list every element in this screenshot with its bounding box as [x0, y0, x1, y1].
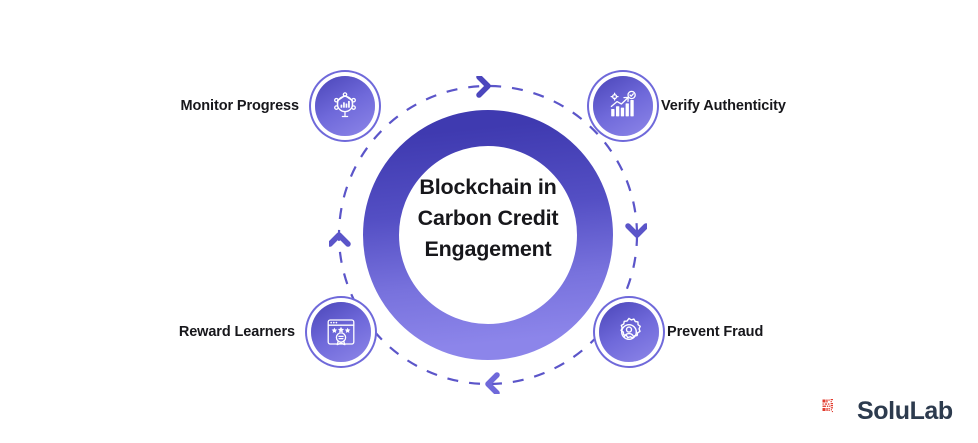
ring-stroke: [363, 110, 613, 360]
node-verify-authenticity[interactable]: [593, 76, 653, 136]
center-title-line-2: Carbon Credit: [417, 206, 559, 231]
arrow-left-up-icon: [329, 232, 351, 247]
center-title-line-3: Engagement: [424, 237, 552, 262]
magnifier-bar-chart-network-icon: [334, 92, 356, 118]
solulab-qr-mark-icon: [822, 399, 833, 413]
central-ring: Blockchain in Carbon Credit Engagement: [363, 110, 613, 360]
label-reward-learners: Reward Learners: [178, 324, 295, 340]
center-title-line-1: Blockchain in: [419, 175, 557, 199]
label-prevent-fraud: Prevent Fraud: [667, 324, 764, 340]
ring-graphic: [363, 110, 613, 360]
node-reward-learners[interactable]: [311, 302, 371, 362]
node-prevent-fraud[interactable]: [599, 302, 659, 362]
node-monitor-progress[interactable]: [315, 76, 375, 136]
browser-stars-badge-icon: [327, 319, 355, 346]
gear-user-icon: [620, 317, 641, 341]
brand-name: SoluLab: [857, 397, 953, 425]
arrow-bottom-left-icon: [485, 372, 500, 394]
arrow-right-down-icon: [625, 223, 647, 238]
brand-logo: SoluLab: [822, 398, 953, 425]
arrow-top-right-icon: [476, 76, 491, 98]
center-title: Blockchain in Carbon Credit Engagement: [393, 172, 583, 266]
bar-chart-growth-check-gear-icon: [610, 90, 636, 117]
label-monitor-progress: Monitor Progress: [180, 98, 300, 114]
label-verify-authenticity: Verify Authenticity: [661, 98, 786, 114]
